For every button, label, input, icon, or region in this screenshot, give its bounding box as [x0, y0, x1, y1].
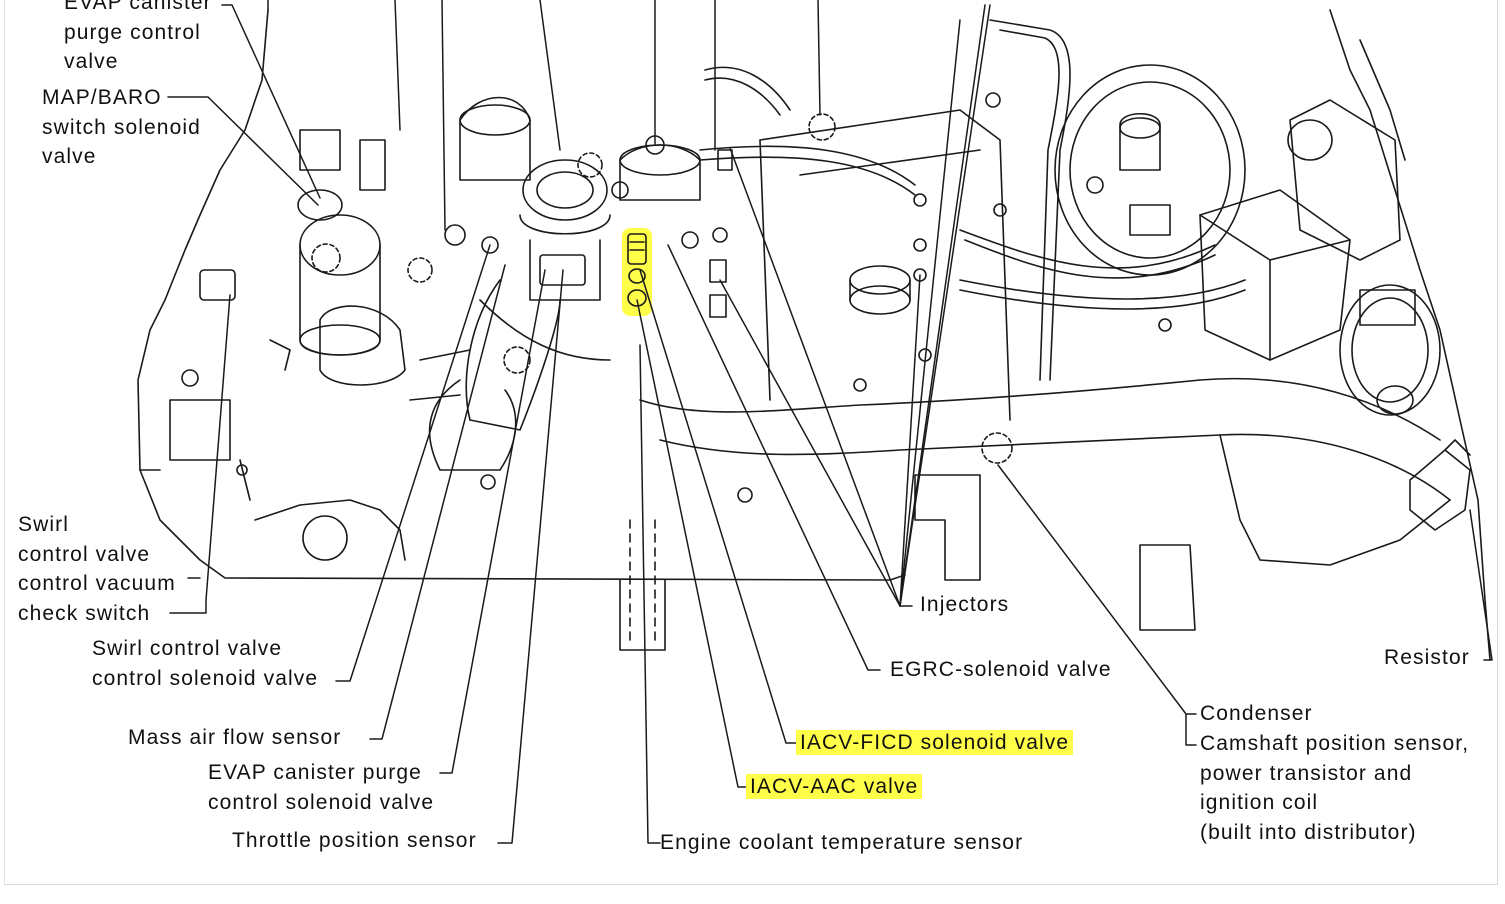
label-camshaft-position-sensor: Camshaft position sensor, power transist… [1200, 732, 1470, 844]
label-mass-air-flow-sensor: Mass air flow sensor [128, 726, 342, 749]
figure-frame [4, 0, 1498, 885]
label-iacv-ficd-solenoid-valve: IACV-FICD solenoid valve [796, 728, 1074, 758]
label-swirl-vacuum-check-switch: Swirl control valve control vacuum check… [18, 513, 176, 625]
engine-body [137, 9, 1491, 661]
label-evap-purge-control-valve: EVAP canister purge control valve [64, 0, 212, 73]
label-swirl-control-solenoid: Swirl control valve control solenoid val… [92, 637, 319, 690]
leader-lines [167, 0, 1493, 844]
label-map-baro-solenoid: MAP/BARO switch solenoid valve [42, 86, 201, 168]
label-engine-coolant-temp-sensor: Engine coolant temperature sensor [660, 831, 1024, 854]
label-injectors: Injectors [920, 593, 1010, 616]
label-evap-purge-solenoid: EVAP canister purge control solenoid val… [208, 761, 435, 814]
label-throttle-position-sensor: Throttle position sensor [232, 829, 477, 852]
iacv-ficd-text: IACV-FICD solenoid valve [796, 730, 1074, 755]
iacv-aac-text: IACV-AAC valve [746, 774, 923, 799]
label-resistor: Resistor [1384, 646, 1470, 669]
label-iacv-aac-valve: IACV-AAC valve [746, 772, 923, 802]
iacv-highlight [622, 228, 652, 316]
label-egrc-solenoid-valve: EGRC-solenoid valve [890, 658, 1112, 681]
label-condenser: Condenser [1200, 702, 1313, 725]
